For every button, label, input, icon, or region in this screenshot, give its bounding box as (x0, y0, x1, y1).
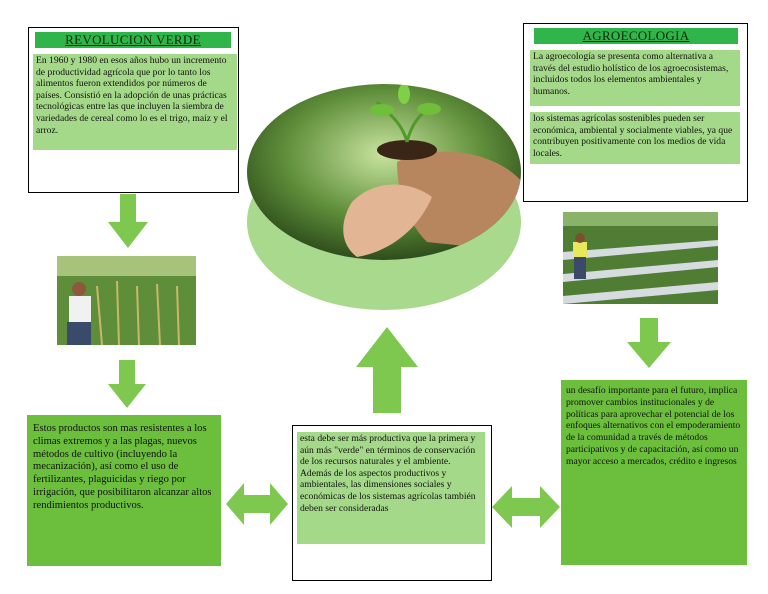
arrow-down-right (627, 318, 671, 368)
arrow-down-left-2 (108, 360, 146, 408)
arrow-down-left-1 (108, 194, 148, 248)
hands-seedling-image (247, 84, 521, 310)
double-arrow-right (492, 486, 560, 528)
right-challenge-text: un desafío importante para el futuro, im… (566, 385, 741, 467)
agroecology-field-image (563, 212, 718, 304)
double-arrow-left (226, 483, 288, 525)
rice-field-farmer-image (57, 256, 196, 345)
right-challenge-panel: un desafío importante para el futuro, im… (561, 380, 747, 565)
revolucion-verde-title: REVOLUCION VERDE (35, 32, 231, 48)
agroecologia-text-1: La agroecología se presenta como alterna… (530, 50, 740, 106)
revolucion-verde-text: En 1960 y 1980 en esos años hubo un incr… (33, 54, 237, 150)
revolucion-verde-panel: REVOLUCION VERDE En 1960 y 1980 en esos … (28, 27, 239, 193)
agroecologia-panel: AGROECOLOGIA La agroecología se presenta… (523, 23, 748, 202)
left-results-text: Estos productos son mas resistentes a lo… (33, 423, 212, 511)
agroecologia-title: AGROECOLOGIA (534, 28, 738, 44)
left-results-panel: Estos productos son mas resistentes a lo… (27, 415, 221, 566)
center-proposal-panel: esta debe ser más productiva que la prim… (292, 425, 492, 581)
agroecologia-text-2: los sistemas agrícolas sostenibles puede… (530, 112, 740, 164)
center-proposal-text: esta debe ser más productiva que la prim… (297, 432, 485, 544)
arrow-up-center (356, 327, 418, 413)
